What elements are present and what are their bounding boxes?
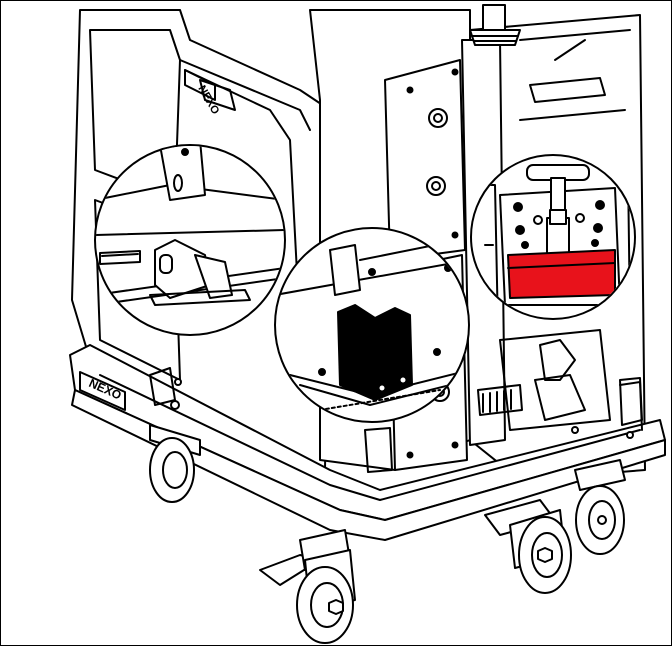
- top-right-handle: [529, 77, 606, 103]
- caster-rear-left: [149, 424, 201, 503]
- locating-block-detail-callout: [274, 227, 470, 423]
- t-handle-lock-detail-callout: [470, 154, 636, 320]
- caster-front-right: [484, 499, 572, 594]
- red-lock-bar: [507, 249, 616, 299]
- center-connector-plate-upper: [384, 59, 466, 261]
- caster-rear-right: [574, 459, 626, 555]
- casters: [149, 424, 626, 644]
- t-handle-lock-icon: [507, 164, 616, 299]
- lifting-screw: [469, 4, 521, 46]
- dolly-logo-plate: [79, 371, 126, 411]
- locating-block-icon: [337, 304, 413, 401]
- lower-lock-lever: [539, 339, 576, 381]
- left-cabinet-side-panel: [89, 29, 181, 201]
- latch-clamp-icon: [149, 239, 251, 306]
- latch-detail-callout: [94, 144, 286, 336]
- caster-front-left: [259, 529, 356, 644]
